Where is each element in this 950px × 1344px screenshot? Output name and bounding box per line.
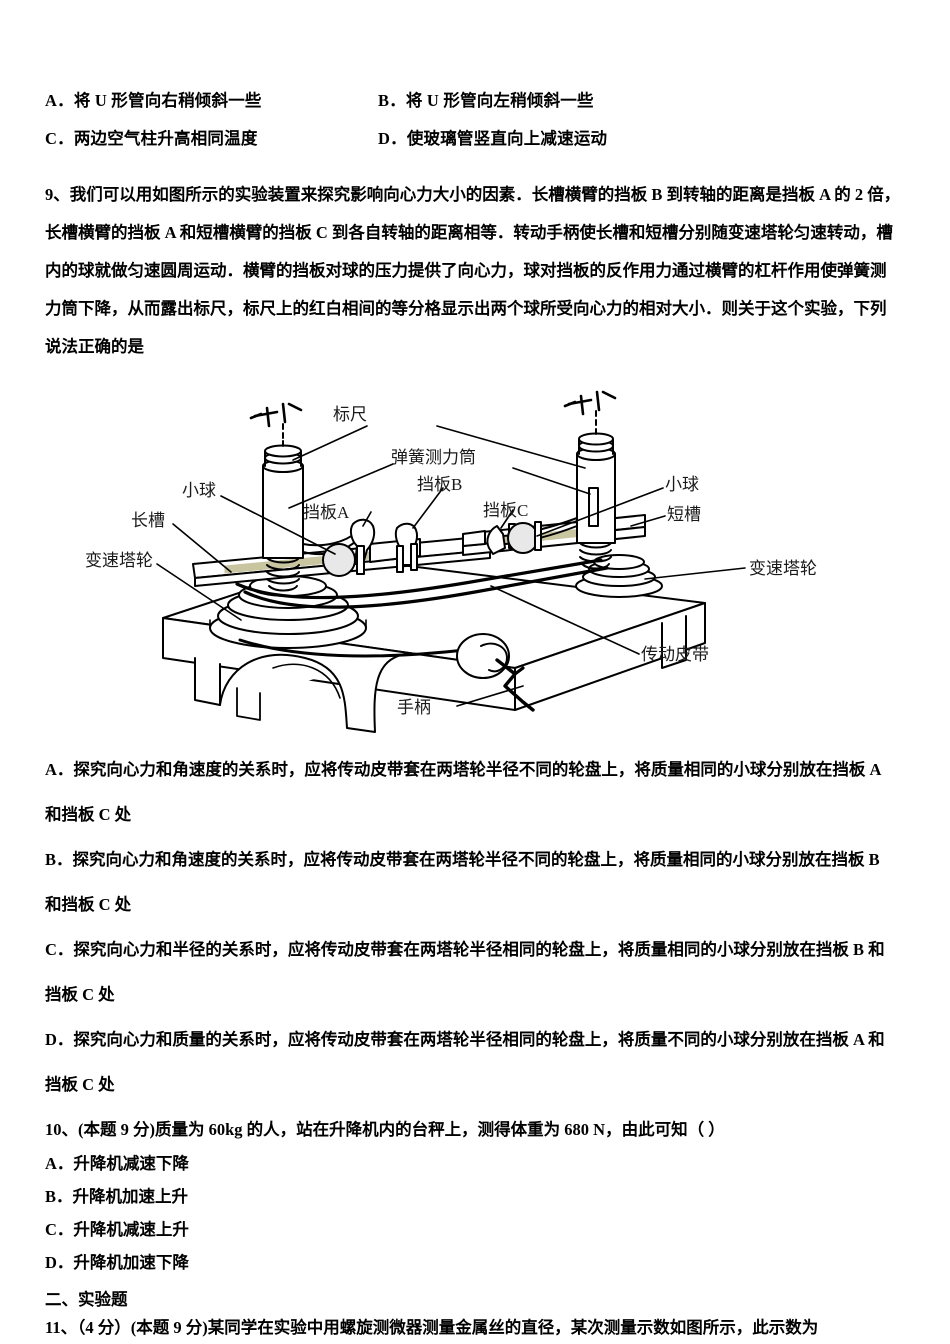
section-2-title: 二、实验题 [45,1290,128,1309]
question-10-option-d[interactable]: D．升降机加速下降 [45,1246,915,1279]
figure-label-handle: 手柄 [397,698,431,717]
question-9-option-d-label: D． [45,1030,74,1049]
centripetal-force-apparatus-figure: 标尺 弹簧测力筒 小球 长槽 变速塔轮 挡板A 挡板B 挡板C 小球 短槽 变速… [45,368,915,743]
question-10-option-c[interactable]: C．升降机减速上升 [45,1213,915,1246]
question-9-option-b-text-1: 探究向心力和角速度的关系时，应将传动皮带套在两塔轮半径不同的轮盘上，将质量相同的… [72,850,880,869]
question-10-option-b[interactable]: B．升降机加速上升 [45,1180,915,1213]
question-9-option-a[interactable]: A．探究向心力和角速度的关系时，应将传动皮带套在两塔轮半径不同的轮盘上，将质量相… [45,747,915,837]
question-9-stem-line-4: 力筒下降，从而露出标尺，标尺上的红白相间的等分格显示出两个球所受向心力的相对大小… [45,299,887,318]
prev-options-row-ab: A．将 U 形管向右稍倾斜一些 B．将 U 形管向左稍倾斜一些 [45,92,915,130]
question-10-option-a-label: A． [45,1154,74,1173]
question-11: 11、（4 分）(本题 9 分)某同学在实验中用螺旋测微器测量金属丝的直径，某次… [45,1313,915,1343]
question-9-option-a-label: A． [45,760,74,779]
question-10-option-d-label: D． [45,1253,74,1272]
figure-label-tower-pulley-right: 变速塔轮 [749,559,817,578]
question-10-option-a[interactable]: A．升降机减速下降 [45,1147,915,1180]
question-9-stem-line-5: 说法正确的是 [45,337,144,356]
question-11-points: （4 分） [77,1318,131,1337]
figure-label-spring-dynamometer: 弹簧测力筒 [391,448,476,467]
question-9-stem-line-2: 长槽横臂的挡板 A 和短槽横臂的挡板 C 到各自转轴的距离相等．转动手柄使长槽和… [45,223,893,242]
prev-option-b-label: B． [378,91,406,110]
question-11-score-tag: (本题 9 分) [130,1318,208,1337]
question-9-stem-line-3: 内的球就做匀速圆周运动．横臂的挡板对球的压力提供了向心力，球对挡板的反作用力通过… [45,261,887,280]
question-10-option-a-text: 升降机减速下降 [73,1154,189,1173]
figure-label-long-groove: 长槽 [131,511,165,530]
question-10-option-d-text: 升降机加速下降 [73,1253,189,1272]
question-10-option-c-text: 升降机减速上升 [73,1220,189,1239]
figure-label-ball-left: 小球 [182,481,216,500]
figure-label-tower-pulley-left: 变速塔轮 [85,551,153,570]
figure-label-drive-belt: 传动皮带 [641,645,709,664]
question-9-option-a-line-1: A．探究向心力和角速度的关系时，应将传动皮带套在两塔轮半径不同的轮盘上，将质量相… [45,747,915,792]
question-9-option-d-line-1: D．探究向心力和质量的关系时，应将传动皮带套在两塔轮半径相同的轮盘上，将质量不同… [45,1017,915,1062]
page-content: A．将 U 形管向右稍倾斜一些 B．将 U 形管向左稍倾斜一些 C．两边空气柱升… [45,92,915,1343]
question-11-stem-text: 某同学在实验中用螺旋测微器测量金属丝的直径，某次测量示数如图所示，此示数为 [207,1318,819,1337]
question-10: 10、(本题 9 分)质量为 60kg 的人，站在升降机内的台秤上，测得体重为 … [45,1113,915,1279]
question-10-stem: 10、(本题 9 分)质量为 60kg 的人，站在升降机内的台秤上，测得体重为 … [45,1113,915,1147]
question-9-option-b-line-2: 和挡板 C 处 [45,895,132,914]
prev-option-a-label: A． [45,91,74,110]
figure-label-baffle-c: 挡板C [483,501,528,520]
question-9-stem: 9、我们可以用如图所示的实验装置来探究影响向心力大小的因素．长槽横臂的挡板 B … [45,176,915,366]
question-9-option-d-text-1: 探究向心力和质量的关系时，应将传动皮带套在两塔轮半径相同的轮盘上，将质量不同的小… [73,1030,885,1049]
question-10-option-b-text: 升降机加速上升 [72,1187,189,1206]
question-10-stem-text: 质量为 60kg 的人，站在升降机内的台秤上，测得体重为 680 N，由此可知（… [155,1120,725,1139]
figure-label-ruler: 标尺 [333,405,367,424]
question-9-option-c-line-1: C．探究向心力和半径的关系时，应将传动皮带套在两塔轮半径相同的轮盘上，将质量相同… [45,927,915,972]
question-9-option-a-text-1: 探究向心力和角速度的关系时，应将传动皮带套在两塔轮半径不同的轮盘上，将质量相同的… [73,760,882,779]
question-9-option-b-label: B． [45,850,73,869]
question-9-option-b-line-1: B．探究向心力和角速度的关系时，应将传动皮带套在两塔轮半径不同的轮盘上，将质量相… [45,837,915,882]
question-10-score-tag: (本题 9 分) [78,1120,155,1139]
question-9-number: 9、 [45,185,70,204]
question-9-option-c[interactable]: C．探究向心力和半径的关系时，应将传动皮带套在两塔轮半径相同的轮盘上，将质量相同… [45,927,915,1017]
prev-option-c-text: 两边空气柱升高相同温度 [73,129,258,148]
question-9-option-c-label: C． [45,940,74,959]
question-10-option-b-label: B． [45,1187,73,1206]
prev-options-row-cd: C．两边空气柱升高相同温度 D．使玻璃管竖直向上减速运动 [45,130,915,168]
figure-label-ball-right: 小球 [665,475,699,494]
question-9-stem-text-1: 我们可以用如图所示的实验装置来探究影响向心力大小的因素．长槽横臂的挡板 B 到转… [69,185,901,204]
prev-option-a-text: 将 U 形管向右稍倾斜一些 [73,91,262,110]
question-10-number: 10、 [45,1120,78,1139]
figure-label-short-groove: 短槽 [667,505,701,524]
question-11-number: 11、 [45,1318,78,1337]
prev-option-b-text: 将 U 形管向左稍倾斜一些 [405,91,594,110]
question-9-stem-line-1: 9、我们可以用如图所示的实验装置来探究影响向心力大小的因素．长槽横臂的挡板 B … [45,176,915,214]
prev-option-d-text: 使玻璃管竖直向上减速运动 [406,129,608,148]
question-9-option-a-line-2: 和挡板 C 处 [45,805,132,824]
prev-option-d-label: D． [378,129,407,148]
section-2: 二、实验题 11、（4 分）(本题 9 分)某同学在实验中用螺旋测微器测量金属丝… [45,1287,915,1343]
prev-option-d[interactable]: D．使玻璃管竖直向上减速运动 [378,130,607,147]
question-10-option-c-label: C． [45,1220,74,1239]
figure-label-baffle-b: 挡板B [417,475,462,494]
figure-label-baffle-a: 挡板A [303,503,350,522]
prev-option-a[interactable]: A．将 U 形管向右稍倾斜一些 [45,92,262,109]
question-9-option-b[interactable]: B．探究向心力和角速度的关系时，应将传动皮带套在两塔轮半径不同的轮盘上，将质量相… [45,837,915,927]
question-9-option-c-text-1: 探究向心力和半径的关系时，应将传动皮带套在两塔轮半径相同的轮盘上，将质量相同的小… [73,940,885,959]
prev-option-c[interactable]: C．两边空气柱升高相同温度 [45,130,258,147]
question-9-options: A．探究向心力和角速度的关系时，应将传动皮带套在两塔轮半径不同的轮盘上，将质量相… [45,747,915,1107]
prev-option-c-label: C． [45,129,74,148]
question-9-option-c-line-2: 挡板 C 处 [45,985,115,1004]
question-9-option-d-line-2: 挡板 C 处 [45,1075,115,1094]
prev-option-b[interactable]: B．将 U 形管向左稍倾斜一些 [378,92,594,109]
question-9-option-d[interactable]: D．探究向心力和质量的关系时，应将传动皮带套在两塔轮半径相同的轮盘上，将质量不同… [45,1017,915,1107]
